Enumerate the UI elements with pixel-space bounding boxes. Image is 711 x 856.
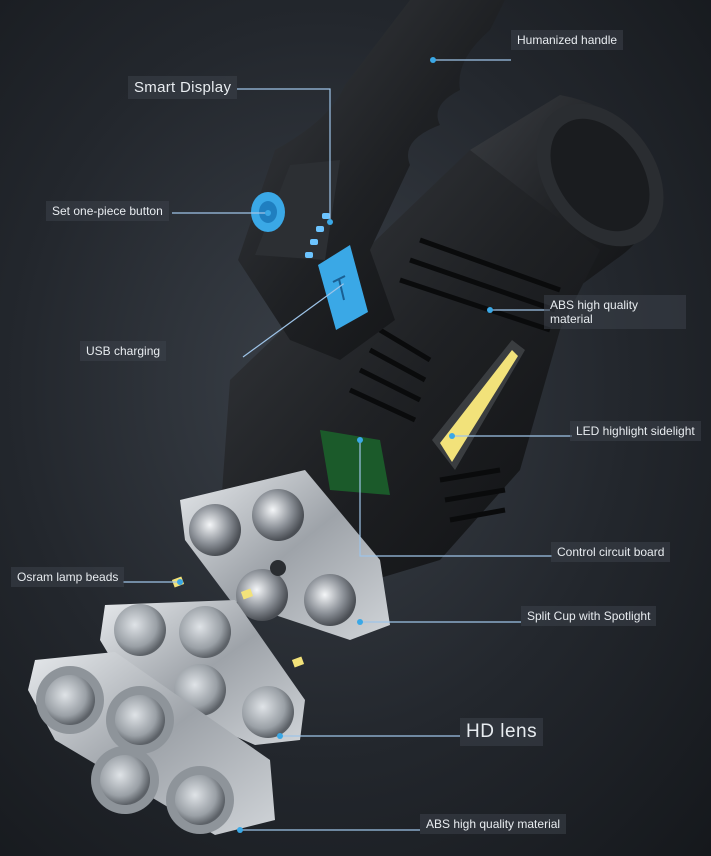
- callout-hd-lens: HD lens: [460, 718, 544, 746]
- front-bezel: [28, 652, 275, 835]
- split-cup-reflector: [180, 470, 390, 640]
- callout-led-sidelight: LED highlight sidelight: [570, 421, 701, 441]
- callout-abs-material-top: ABS high quality material: [544, 295, 686, 329]
- callout-smart-display: Smart Display: [128, 76, 238, 99]
- callout-control-board: Control circuit board: [551, 542, 671, 562]
- flashlight-body: [220, 0, 664, 590]
- smart-display-leds: [305, 213, 330, 258]
- callout-usb-charging: USB charging: [80, 341, 167, 361]
- usb-icon: [318, 245, 368, 330]
- callout-split-cup: Split Cup with Spotlight: [521, 606, 657, 626]
- callout-abs-material-bottom: ABS high quality material: [420, 814, 567, 834]
- callout-osram-beads: Osram lamp beads: [11, 567, 125, 587]
- callout-dots: [177, 57, 493, 833]
- callout-humanized-handle: Humanized handle: [511, 30, 624, 50]
- callout-leader-lines: [123, 59, 572, 831]
- callout-one-piece-button: Set one-piece button: [46, 201, 169, 221]
- hd-lens-plate: [100, 600, 305, 745]
